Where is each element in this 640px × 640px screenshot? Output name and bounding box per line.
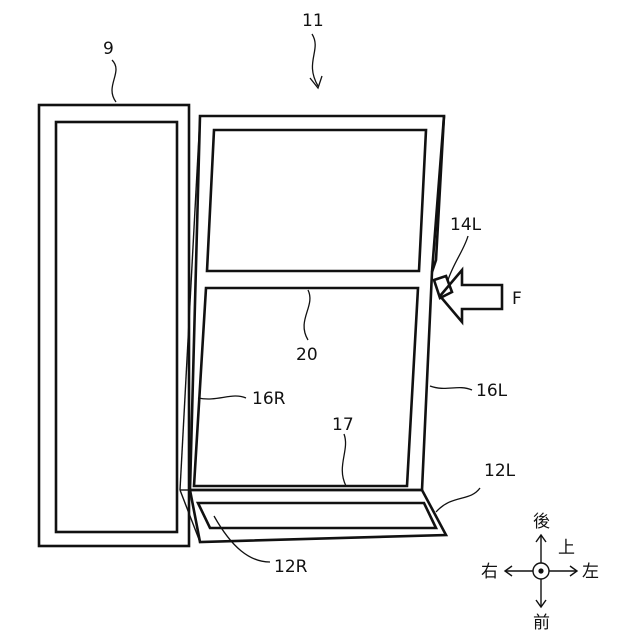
- direction-compass: 後 上 右 左 前: [481, 512, 599, 633]
- label-17: 17: [332, 415, 354, 435]
- panel-9: [39, 105, 189, 546]
- plate-12L-outer: [190, 490, 446, 542]
- frame-11: [180, 116, 444, 490]
- leader-lines: [112, 34, 480, 562]
- window-upper: [207, 130, 426, 271]
- compass-left-label: 左: [582, 562, 599, 582]
- leader-12L: [436, 488, 480, 512]
- label-14L: 14L: [450, 215, 482, 235]
- bottom-plate-12: [180, 490, 446, 542]
- panel-9-inner: [56, 122, 177, 532]
- label-20: 20: [296, 345, 318, 365]
- label-11: 11: [302, 11, 324, 31]
- label-12R: 12R: [274, 557, 308, 577]
- plate-12R-inner: [198, 503, 436, 528]
- label-16L: 16L: [476, 381, 508, 401]
- label-12L: 12L: [484, 461, 516, 481]
- label-16R: 16R: [252, 389, 286, 409]
- leader-9: [112, 60, 116, 102]
- leader-17: [342, 434, 346, 486]
- label-F: F: [512, 289, 522, 309]
- compass-center-dot: [538, 568, 543, 573]
- compass-up-label: 上: [558, 538, 575, 558]
- compass-right-label: 右: [481, 562, 498, 582]
- compass-back-label: 後: [533, 512, 550, 532]
- reference-labels: 9 11 14L F 20 16R 16L 17 12L 12R: [103, 11, 522, 577]
- leader-16L: [430, 386, 472, 390]
- leader-20: [304, 290, 310, 340]
- compass-front-label: 前: [533, 613, 550, 633]
- leader-16R: [198, 396, 246, 399]
- label-9: 9: [103, 39, 114, 59]
- panel-9-outer: [39, 105, 189, 546]
- frame-11-outer: [190, 116, 444, 490]
- leader-11: [312, 34, 318, 86]
